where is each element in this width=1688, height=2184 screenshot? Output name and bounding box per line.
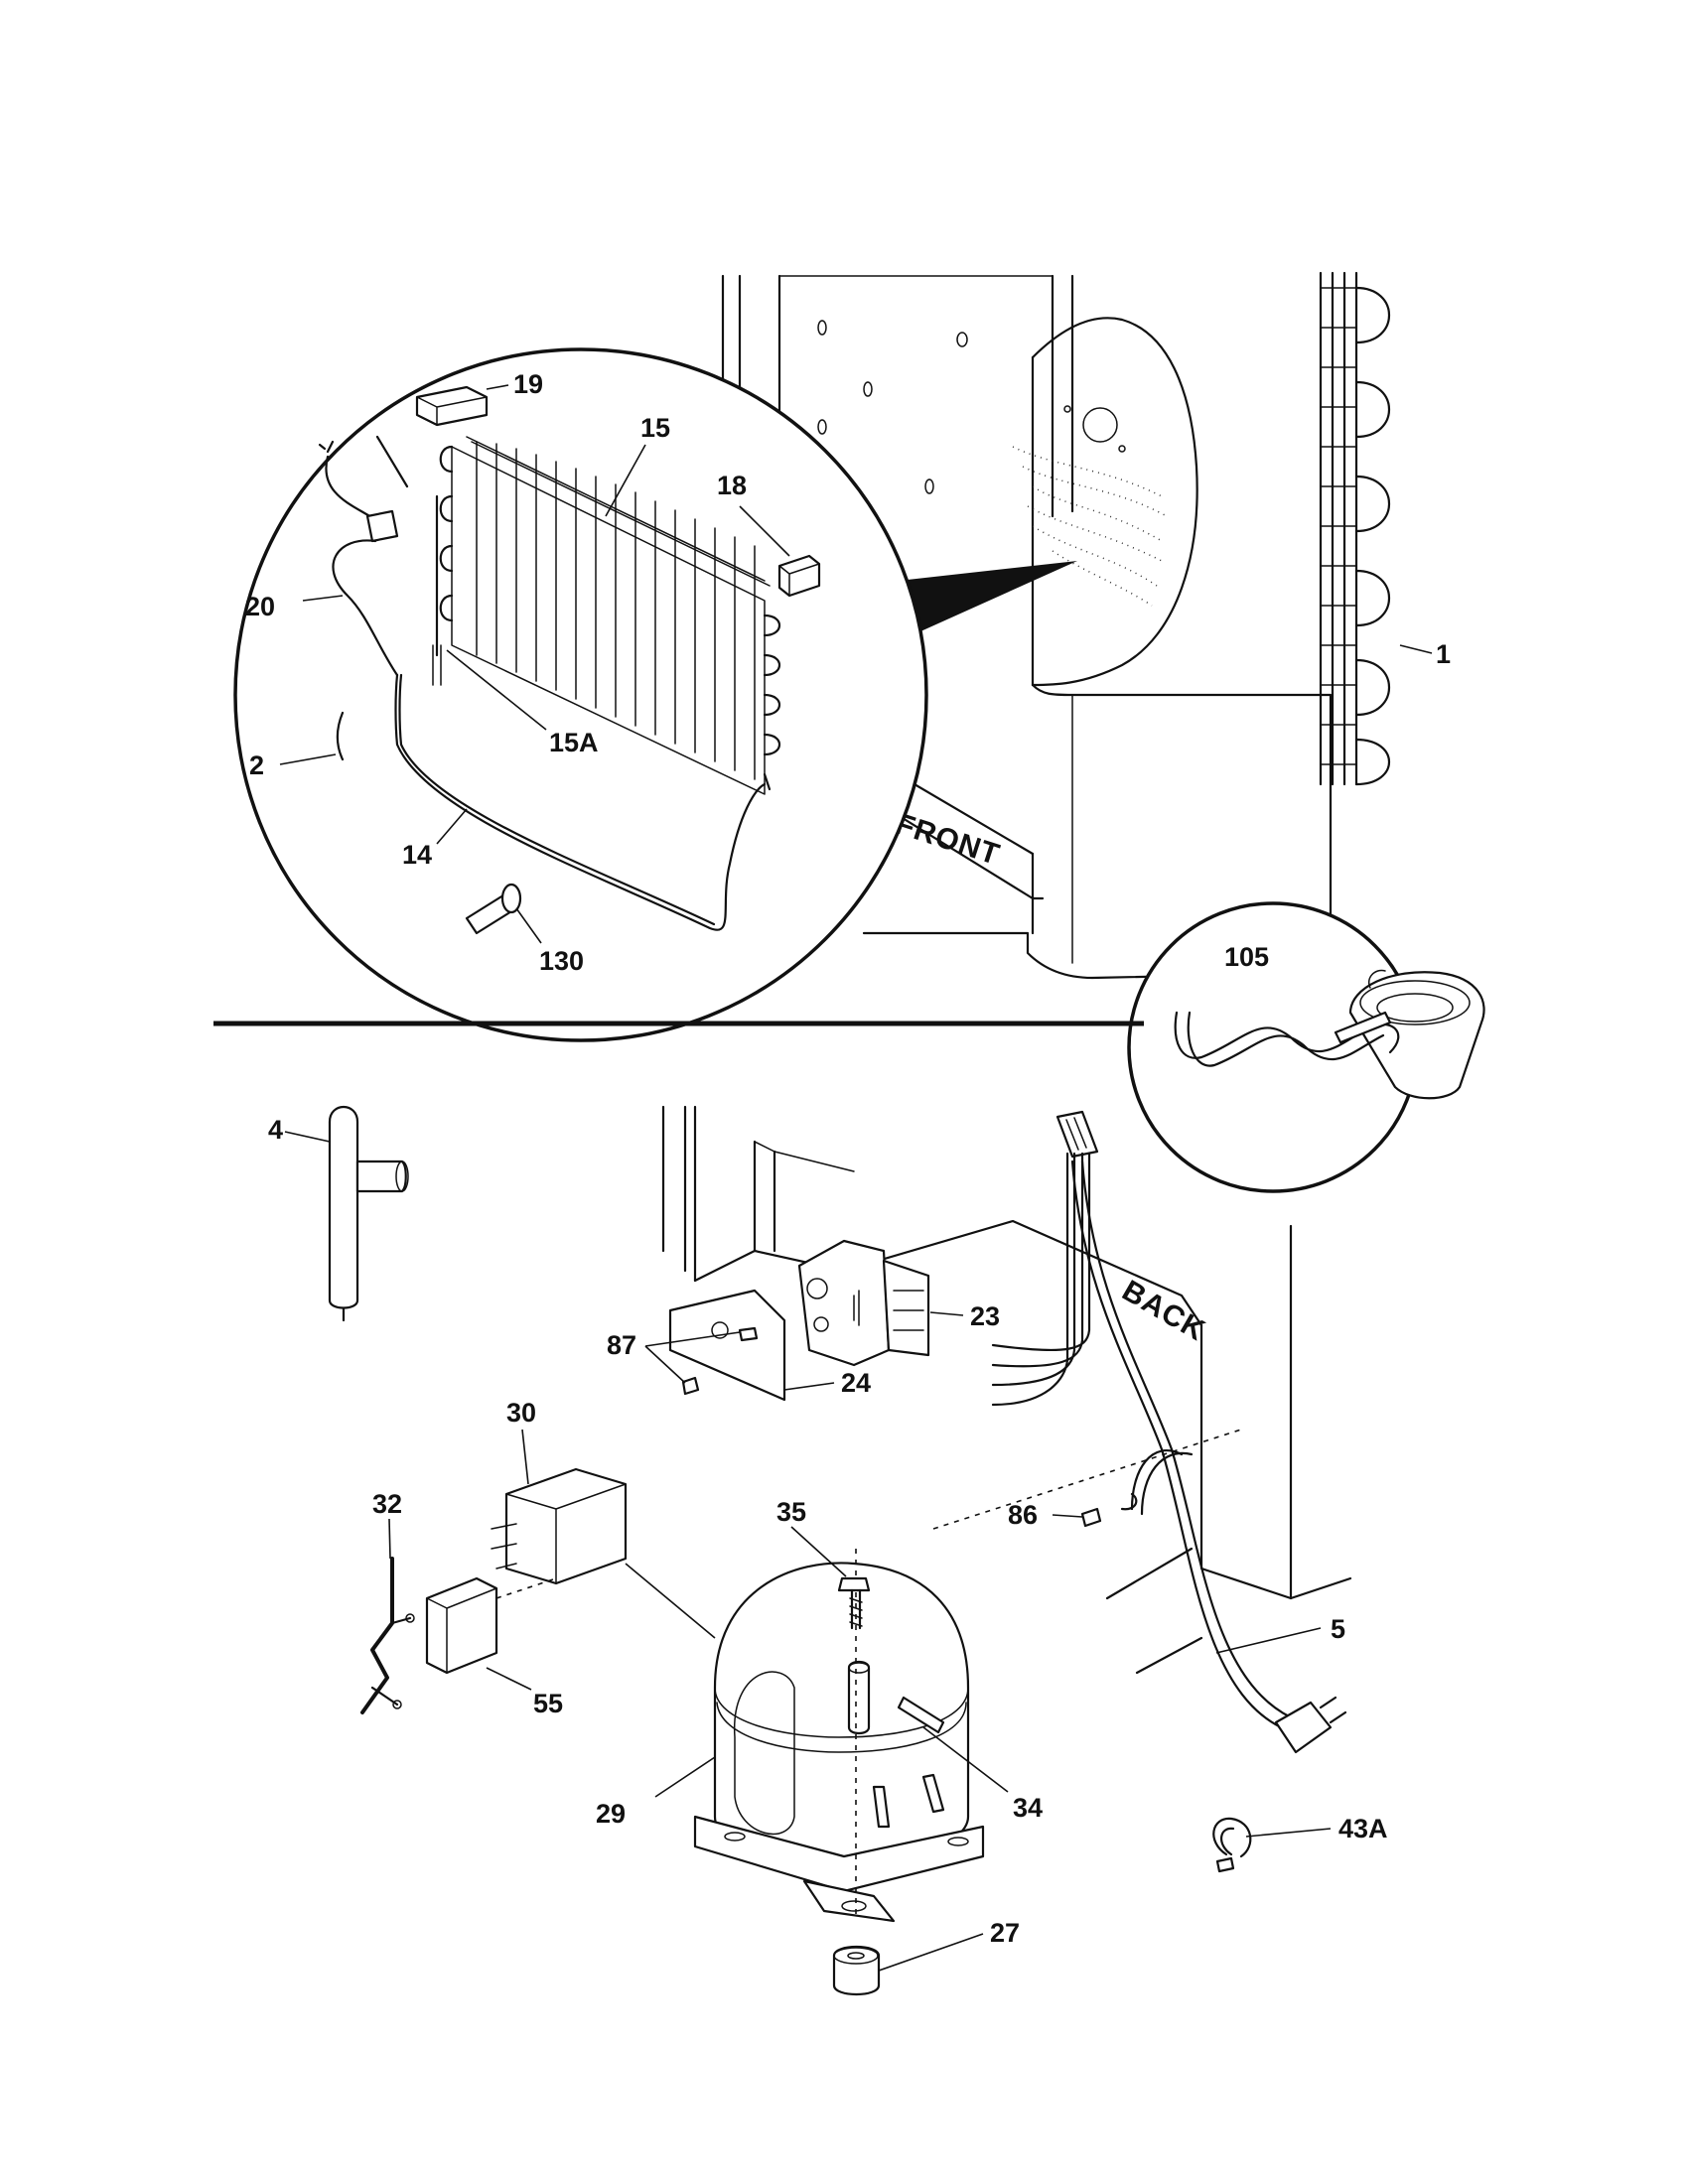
- callout-29: 29: [596, 1799, 626, 1829]
- evaporator-detail-circle: 19 18 15 15A 20 2 14 130: [233, 347, 928, 1042]
- callout-2: 2: [249, 751, 264, 780]
- drain-pan-detail-circle: 105: [1127, 901, 1485, 1193]
- back-label: BACK: [1117, 1274, 1211, 1347]
- callout-30: 30: [506, 1398, 536, 1428]
- part-29-compressor: 29 34: [596, 1549, 1043, 1923]
- callout-55: 55: [533, 1689, 563, 1718]
- callout-32: 32: [372, 1489, 402, 1519]
- wiring-harness: 5 86: [991, 1110, 1347, 1754]
- part-32-wire: 32: [360, 1489, 415, 1714]
- evaporator: [439, 436, 781, 795]
- callout-34: 34: [1013, 1793, 1043, 1823]
- part-30-relay: 30: [491, 1398, 628, 1585]
- callout-43a: 43A: [1338, 1814, 1388, 1843]
- part-2-clip: [336, 711, 345, 761]
- part-4-drier: 4: [268, 1106, 409, 1322]
- condenser-coil: 1: [1319, 271, 1451, 786]
- part-35-bolt: 35: [776, 1497, 871, 1630]
- callout-14: 14: [402, 840, 432, 870]
- callout-86: 86: [1008, 1500, 1038, 1530]
- callout-15: 15: [640, 413, 670, 443]
- part-19-block: [415, 385, 489, 427]
- callout-5: 5: [1331, 1614, 1345, 1644]
- callout-130: 130: [539, 946, 584, 976]
- callout-20: 20: [245, 592, 275, 621]
- callout-15a: 15A: [549, 728, 599, 757]
- part-55-capacitor: 55: [425, 1576, 563, 1718]
- callout-18: 18: [717, 471, 747, 500]
- callout-23: 23: [970, 1301, 1000, 1331]
- part-23-timer: 23: [797, 1239, 1000, 1367]
- callout-19: 19: [513, 369, 543, 399]
- callout-4: 4: [268, 1115, 283, 1145]
- callout-105: 105: [1224, 942, 1269, 972]
- callout-24: 24: [841, 1368, 871, 1398]
- part-43a-clamp: 43A: [1212, 1814, 1388, 1873]
- callout-27: 27: [990, 1918, 1020, 1948]
- callout-1: 1: [1436, 639, 1451, 669]
- part-27-grommet: 27: [832, 1918, 1020, 1995]
- part-24-bracket: 24 87: [607, 1289, 871, 1402]
- front-label: FRONT: [892, 807, 1004, 872]
- callout-35: 35: [776, 1497, 806, 1527]
- callout-87: 87: [607, 1330, 636, 1360]
